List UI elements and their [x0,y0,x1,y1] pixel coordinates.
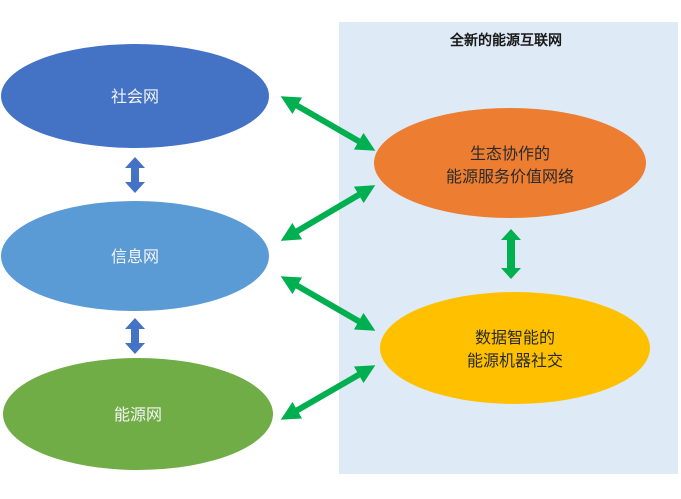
panel-title: 全新的能源互联网 [449,32,562,49]
double-arrow-service-machine [501,229,521,279]
node-label: 社会网 [111,87,159,106]
link-arrow-energy-machine [280,365,376,420]
node-shape [1,201,269,311]
node-shape [380,292,650,404]
node-shape [374,108,646,218]
link-arrow-info-service [280,185,376,241]
node-shape [1,44,269,148]
node-label-line-1: 生态协作的 [470,144,550,163]
node-energy-network[interactable]: 能源网 [3,358,273,470]
node-shape [3,358,273,470]
double-arrow-social-info [125,157,145,193]
link-arrow-social-service [280,96,376,151]
node-energy-service-value-network[interactable]: 生态协作的 能源服务价值网络 [374,108,646,218]
node-label-line-2: 能源服务价值网络 [446,167,574,186]
node-social-network[interactable]: 社会网 [1,44,269,148]
node-label: 能源网 [114,405,162,424]
node-label: 信息网 [111,247,159,266]
node-energy-machine-social[interactable]: 数据智能的 能源机器社交 [380,292,650,404]
node-information-network[interactable]: 信息网 [1,201,269,311]
link-arrow-info-machine [280,276,376,331]
double-arrow-info-energy [125,318,145,354]
node-label-line-1: 数据智能的 [475,328,555,347]
node-label-line-2: 能源机器社交 [467,351,563,370]
